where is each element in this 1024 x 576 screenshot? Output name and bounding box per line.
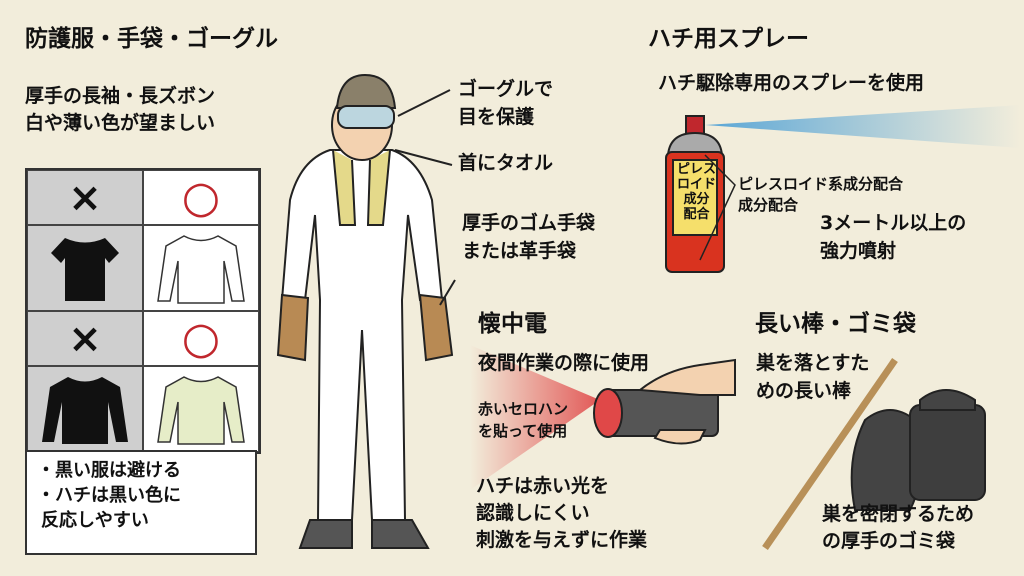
flashlight-note-1: ハチは赤い光を <box>476 475 610 497</box>
flashlight-illustration <box>470 345 736 490</box>
protective-title: 防護服・手袋・ゴーグル <box>25 26 278 52</box>
pole-bags-title: 長い棒・ゴミ袋 <box>755 311 916 337</box>
gloves-callout-2: または革手袋 <box>462 240 577 262</box>
gloves-callout-1: 厚手のゴム手袋 <box>462 212 596 234</box>
bad-mark-1: × <box>27 170 143 225</box>
range-label-2: 強力噴射 <box>820 240 897 262</box>
note-2: ・ハチは黒い色に <box>37 485 181 507</box>
black-tshirt-icon <box>27 225 143 311</box>
ok-mark-1: ○ <box>143 170 259 225</box>
range-label-1: 3メートル以上の <box>820 212 967 234</box>
bags-label-1: 巣を密閉するため <box>822 503 975 525</box>
worker-illustration <box>276 73 456 549</box>
spray-can-illustration <box>665 105 1020 273</box>
ingredient-label-1: ピレスロイド系成分配合 <box>738 175 904 193</box>
pole-label-2: めの長い棒 <box>756 380 852 402</box>
clothing-notes: ・黒い服は避ける ・ハチは黒い色に 反応しやすい <box>25 450 257 555</box>
note-1: ・黒い服は避ける <box>37 460 181 481</box>
note-3: 反応しやすい <box>41 510 149 532</box>
spray-title: ハチ用スプレー <box>648 26 809 52</box>
goggles-callout-1: ゴーグルで <box>458 78 554 100</box>
towel-callout: 首にタオル <box>458 152 554 174</box>
protective-desc-1: 厚手の長袖・長ズボン <box>25 85 216 107</box>
cellophane-label-1: 赤いセロハン <box>478 400 569 418</box>
cellophane-label-2: を貼って使用 <box>478 422 568 440</box>
ok-mark-2: ○ <box>143 311 259 366</box>
clothing-comparison-grid: × ○ × ○ <box>25 168 261 454</box>
bad-mark-2: × <box>27 311 143 366</box>
pole-label-1: 巣を落とすた <box>756 352 870 374</box>
flashlight-desc: 夜間作業の際に使用 <box>478 352 650 374</box>
spray-desc: ハチ駆除専用のスプレーを使用 <box>658 72 925 94</box>
black-longsleeve-icon <box>27 366 143 452</box>
goggles-callout-2: 目を保護 <box>458 106 535 128</box>
pole-and-bags-illustration <box>762 358 986 550</box>
ingredient-label-2: 成分配合 <box>738 196 799 214</box>
bags-label-2: の厚手のゴミ袋 <box>822 530 956 552</box>
protective-desc-2: 白や薄い色が望ましい <box>25 112 216 134</box>
flashlight-note-2: 認識しにくい <box>476 502 590 524</box>
flashlight-note-3: 刺激を与えずに作業 <box>476 529 648 551</box>
flashlight-title: 懐中電 <box>478 311 547 337</box>
can-label: ピレスロイド成分配合 <box>677 162 717 222</box>
light-green-longsleeve-icon <box>143 366 259 452</box>
white-longsleeve-icon <box>143 225 259 311</box>
